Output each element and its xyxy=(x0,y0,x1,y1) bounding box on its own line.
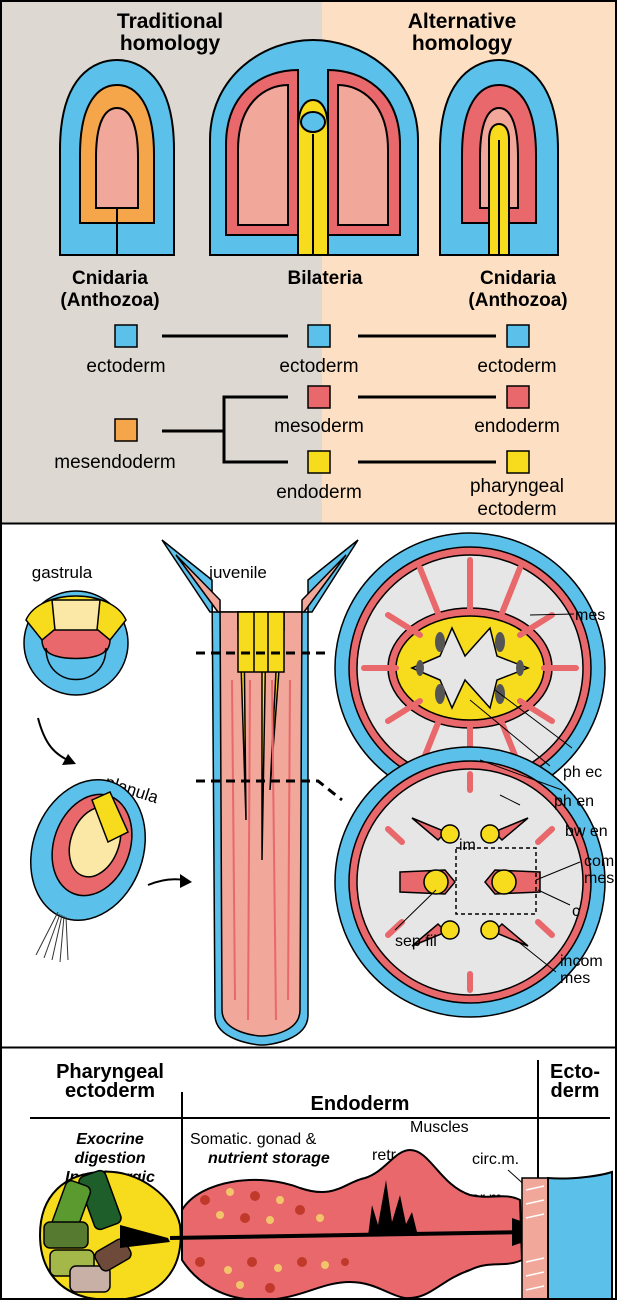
column-title-bilateria: Bilateria xyxy=(288,268,363,289)
legend-label-ectoderm-middle: ectoderm xyxy=(279,356,358,377)
cnidaria-alternative-embryo xyxy=(440,60,558,255)
label-bw-en: bw en xyxy=(565,823,608,840)
circular-muscle-layer xyxy=(522,1178,548,1300)
label-juvenile: juvenile xyxy=(208,563,267,582)
arrow-head xyxy=(180,874,192,888)
label-nutrient-storage: nutrient storage xyxy=(208,1150,330,1167)
column-title-cnidaria-left: Cnidaria(Anthozoa) xyxy=(60,268,159,311)
legend-label-mesoderm: mesoderm xyxy=(274,416,364,437)
label-somatic-gonad: Somatic. gonad & xyxy=(190,1131,317,1148)
planula-cilia xyxy=(36,912,68,962)
juvenile-pharynx xyxy=(238,612,284,672)
legend-label-ectoderm-left: ectoderm xyxy=(86,356,165,377)
cnidaria-traditional-embryo xyxy=(60,60,174,255)
swatch-ectoderm-middle xyxy=(308,325,330,347)
legend-label-endoderm-right: endoderm xyxy=(474,416,560,437)
panel-b: gastrula planula juvenile xyxy=(0,524,617,1046)
label-circular-muscle: circ.m. xyxy=(472,1151,519,1168)
swatch-ectoderm-right xyxy=(507,325,529,347)
juvenile-polyp xyxy=(162,540,358,1045)
endoderm-body xyxy=(182,1150,522,1300)
label-ph-ec: ph ec xyxy=(563,764,602,781)
swatch-ectoderm-left xyxy=(115,325,137,347)
label-gastrula: gastrula xyxy=(32,563,93,582)
legend-label-endoderm-middle: endoderm xyxy=(276,482,362,503)
swatch-mesendoderm xyxy=(115,419,137,441)
label-im: im xyxy=(459,837,476,854)
swatch-pharyngeal-ectoderm xyxy=(507,451,529,473)
ectoderm-epithelium xyxy=(548,1172,612,1300)
section-2-filament-ul xyxy=(441,825,459,843)
column-title-cnidaria-right: Cnidaria(Anthozoa) xyxy=(468,268,567,311)
arrow-gastrula-to-planula xyxy=(38,718,72,762)
legend-label-mesendoderm: mesendoderm xyxy=(54,452,175,473)
swatch-mesoderm xyxy=(308,386,330,408)
endoderm-tissue xyxy=(182,1150,522,1300)
section-2-filament-ur xyxy=(481,825,499,843)
section-2-gastric-cavity xyxy=(357,769,583,995)
swatch-endoderm-middle xyxy=(308,451,330,473)
header-ectoderm: Ecto-derm xyxy=(550,1061,600,1102)
gut-cavity xyxy=(96,108,138,208)
section-2-filament-ll xyxy=(441,921,459,939)
header-endoderm: Endoderm xyxy=(311,1093,410,1115)
label-sep-fil: sep fil xyxy=(395,933,437,950)
arrow-head xyxy=(62,754,76,765)
gut-lumen-top xyxy=(301,112,325,132)
bilateria-embryo xyxy=(210,40,418,255)
arrow-planula-to-juvenile xyxy=(148,879,184,885)
section-2-filament-lr xyxy=(481,921,499,939)
swatch-endoderm-right xyxy=(507,386,529,408)
section-2-septal-filament-right xyxy=(492,870,516,894)
label-mes: mes xyxy=(575,607,605,624)
label-muscles: Muscles xyxy=(410,1119,469,1136)
legend-label-ectoderm-right: ectoderm xyxy=(477,356,556,377)
label-ph-en: ph en xyxy=(554,793,594,810)
label-c: c xyxy=(572,903,580,920)
gastrula xyxy=(24,591,128,695)
